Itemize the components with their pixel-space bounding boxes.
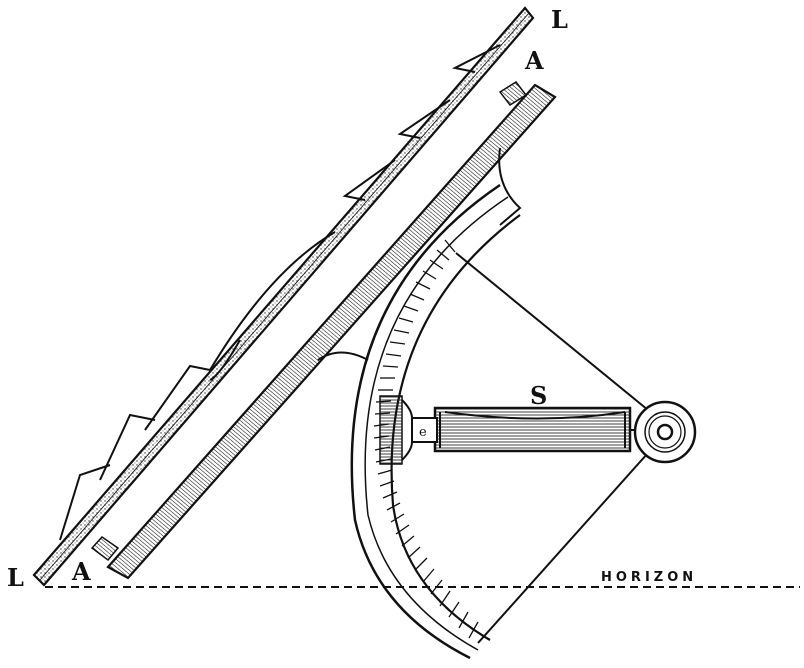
label-a-top: A: [524, 46, 544, 75]
arm-bar-a: [90, 81, 557, 580]
label-l-bottom: L: [7, 563, 24, 592]
label-spirit-level: S: [530, 381, 547, 410]
straight-edge-l: [32, 6, 535, 587]
chord-lines: [455, 252, 649, 644]
spirit-level: e: [379, 395, 632, 465]
pivot-boss: [630, 400, 697, 464]
label-a-bottom: A: [71, 557, 91, 586]
label-l-top: L: [551, 5, 568, 34]
vernier-screw-mark: e: [419, 425, 427, 440]
wedge-teeth: [59, 44, 501, 541]
label-horizon: HORIZON: [601, 570, 697, 585]
